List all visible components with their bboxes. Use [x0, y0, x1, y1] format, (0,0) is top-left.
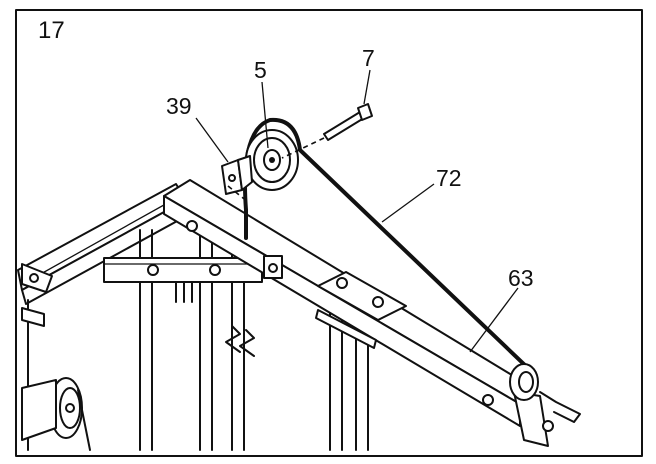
callout-arm: 63 [508, 265, 534, 291]
bolt-head-icon [147, 264, 159, 276]
bolt-head-icon [209, 264, 221, 276]
callout-cable: 72 [436, 165, 462, 191]
callout-bracket: 39 [166, 93, 192, 119]
callout-pulley: 5 [254, 57, 267, 83]
bolt-head-icon [542, 420, 554, 432]
pulley-5 [245, 129, 299, 191]
step-number: 17 [38, 17, 65, 44]
bolt-head-icon [482, 394, 494, 406]
bolt-head-icon [372, 296, 384, 308]
bolt-head-icon [186, 220, 198, 232]
bolt-7 [281, 103, 373, 159]
frame-crossbar [103, 257, 263, 303]
lower-left-pulley [21, 377, 91, 451]
diagram-frame [15, 9, 643, 457]
lower-right-pulley [509, 363, 539, 401]
callout-bolt: 7 [362, 45, 375, 71]
frame-left-brackets [21, 263, 53, 327]
bracket-39 [221, 155, 253, 203]
break-symbol-icon [225, 325, 255, 357]
bolt-head-icon [336, 277, 348, 289]
callout-leaders [195, 69, 519, 353]
bolt-head-icon [268, 263, 278, 273]
frame-left-rafter [17, 183, 191, 305]
